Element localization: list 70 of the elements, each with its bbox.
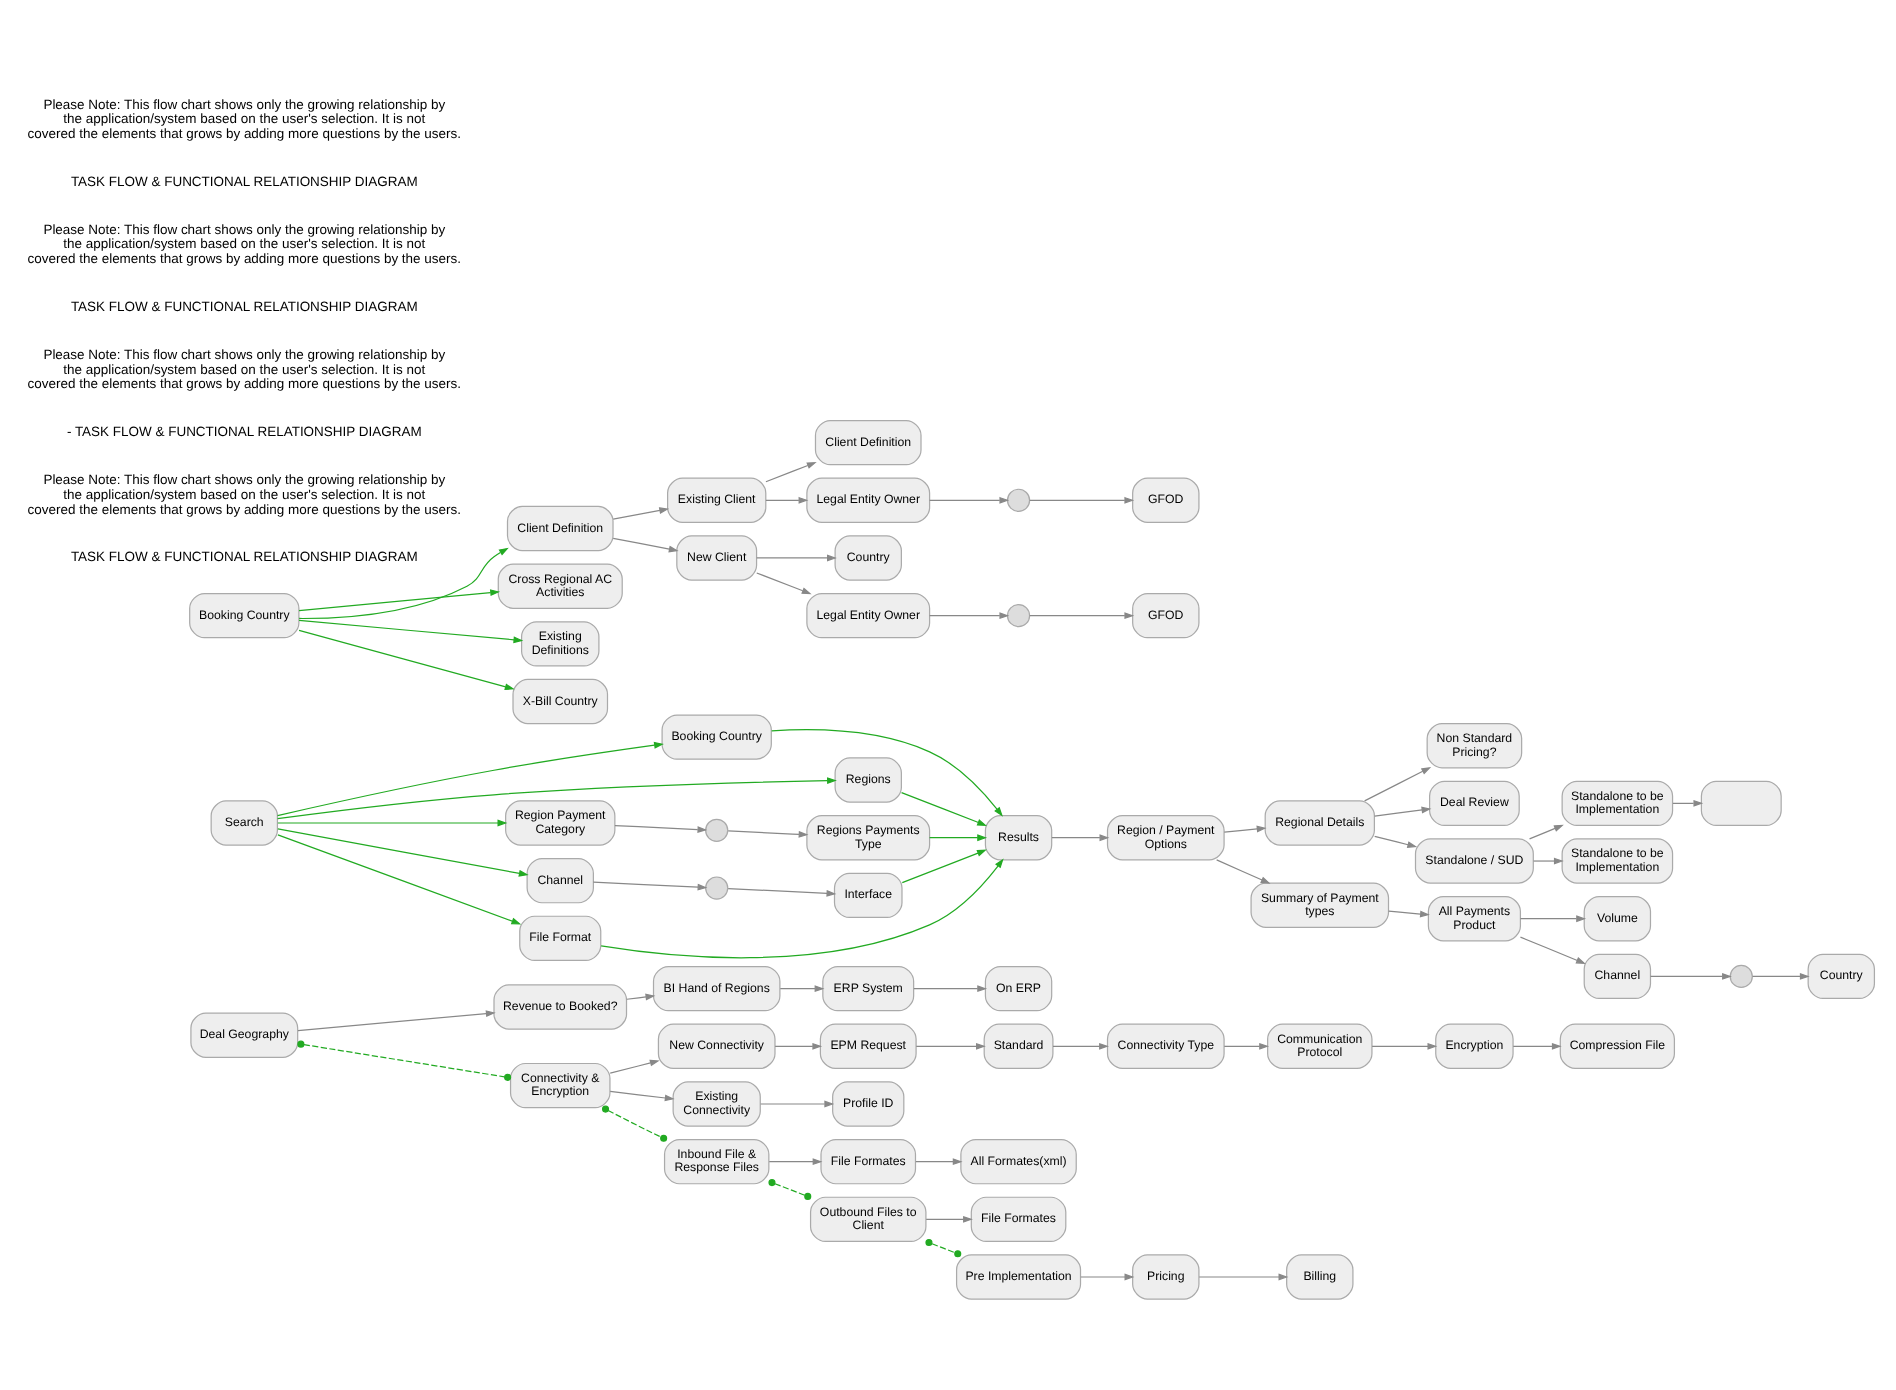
arrow xyxy=(612,506,670,519)
arrow xyxy=(925,1214,973,1222)
arrow xyxy=(915,1157,963,1165)
arrow xyxy=(1198,1272,1289,1280)
arrow xyxy=(1371,1041,1438,1049)
arrow xyxy=(1512,1041,1562,1049)
arrow xyxy=(1388,909,1430,917)
arrow xyxy=(929,611,1010,619)
arrow xyxy=(1223,1041,1270,1049)
arrow xyxy=(592,880,708,890)
arrow xyxy=(900,790,988,825)
node-circle xyxy=(705,875,729,899)
arrow xyxy=(297,1009,496,1031)
connector xyxy=(768,1178,812,1199)
arrow xyxy=(771,728,1003,816)
arrow xyxy=(1519,914,1586,922)
arrow xyxy=(1374,834,1418,847)
arrow xyxy=(1672,798,1704,806)
arrow xyxy=(1649,971,1732,979)
arrow xyxy=(277,818,508,826)
arrow xyxy=(1532,856,1564,864)
arrow xyxy=(1029,495,1135,503)
arrow xyxy=(727,886,837,896)
arrow xyxy=(779,984,825,992)
arrow xyxy=(609,1089,675,1101)
node-circle xyxy=(1006,487,1031,511)
arrow xyxy=(277,776,837,819)
arrow xyxy=(774,1041,823,1049)
arrow xyxy=(612,536,679,552)
arrow xyxy=(298,618,524,643)
arrow xyxy=(901,848,987,883)
arrow xyxy=(768,1157,823,1165)
node-circle xyxy=(705,817,729,841)
arrow xyxy=(1052,1041,1109,1049)
arrow xyxy=(298,588,501,611)
arrow xyxy=(1364,766,1432,801)
arrow xyxy=(626,992,656,1000)
arrow xyxy=(1528,823,1564,839)
arrow xyxy=(1519,935,1586,963)
arrow xyxy=(1223,824,1267,832)
arrow xyxy=(1029,611,1135,619)
arrow xyxy=(756,553,837,561)
node-box xyxy=(1700,779,1782,826)
arrow xyxy=(765,495,809,503)
arrow xyxy=(1216,858,1271,883)
arrow xyxy=(298,546,509,619)
connector xyxy=(602,1104,668,1141)
arrow xyxy=(727,829,809,837)
arrow xyxy=(609,1058,660,1073)
arrow xyxy=(929,495,1010,503)
arrow xyxy=(277,833,522,924)
arrow xyxy=(913,984,988,992)
arrow xyxy=(915,1041,986,1049)
arrow xyxy=(756,571,812,594)
arrow xyxy=(298,628,515,690)
arrow xyxy=(765,461,817,482)
arrow xyxy=(277,827,529,876)
arrow xyxy=(929,833,988,841)
connector xyxy=(297,1039,512,1080)
arrow xyxy=(1080,1272,1135,1280)
arrow xyxy=(1751,971,1810,979)
arrow xyxy=(760,1099,835,1107)
arrow xyxy=(1374,805,1432,816)
arrow xyxy=(1051,833,1110,841)
node-circle xyxy=(1006,602,1031,627)
arrow xyxy=(600,857,1004,958)
connector xyxy=(925,1237,962,1257)
arrow xyxy=(614,823,708,832)
arrow xyxy=(276,740,664,816)
node-circle xyxy=(1729,963,1753,988)
